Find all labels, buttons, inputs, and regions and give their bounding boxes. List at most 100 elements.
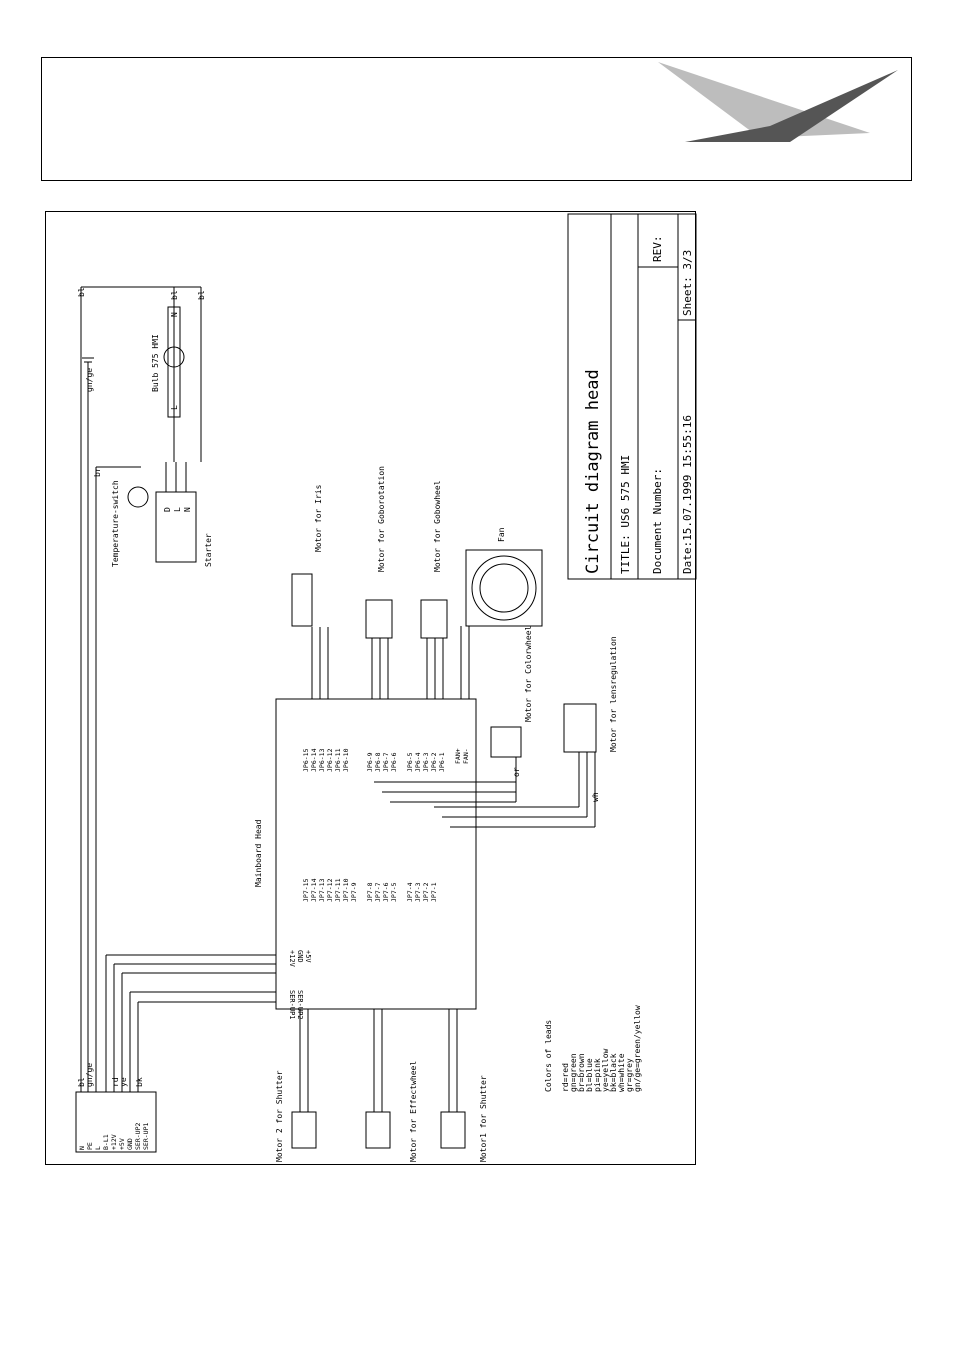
jp6-pin: JP6-4 <box>414 752 422 772</box>
terminal-label: SER-UP1 <box>142 1123 150 1150</box>
header-frame <box>41 57 912 181</box>
motor-lens-label: Motor for lensregulation <box>609 636 618 752</box>
jp7-pin: JP7-13 <box>318 878 326 902</box>
diagram-title-line: TITLE: US6 575 HMI <box>619 455 632 574</box>
company-logo <box>658 62 898 142</box>
jp6-pin: JP6-10 <box>342 748 350 772</box>
wire-label-bl-bottom: bl <box>77 1077 86 1087</box>
terminal-label: PE <box>86 1142 94 1150</box>
jp6-pin: JP6-8 <box>374 752 382 772</box>
starter-pin-n: N <box>183 507 192 512</box>
jp6-pin: JP6-15 <box>302 748 310 772</box>
serial-pin-1: SER-UP1 <box>288 990 296 1020</box>
mainboard-label: Mainboard Head <box>254 819 263 887</box>
jp6-pin: JP6-1 <box>438 752 446 772</box>
jp6-pin: JP6-6 <box>390 752 398 772</box>
jp7-pin: JP7-14 <box>310 878 318 902</box>
bulb-pin-n: N <box>170 312 179 317</box>
power-pin-gnd: GND <box>296 950 304 963</box>
starter-pin-d: D <box>163 507 172 512</box>
wire-label-rd-bottom: rd <box>111 1077 120 1087</box>
legend-entry: ye=yellow <box>601 1048 610 1092</box>
legend-entry: pi=pink <box>593 1058 602 1092</box>
terminal-label: +5V <box>118 1138 126 1150</box>
terminal-label: B-L1 <box>102 1134 110 1150</box>
motor-gobowheel-label: Motor for Gobowheel <box>433 480 442 572</box>
jp7-pin: JP7-15 <box>302 878 310 902</box>
revision: REV: <box>651 236 664 263</box>
legend-entry: gn/ge=green/yellow <box>633 1005 642 1092</box>
jp6-pin: FAN- <box>462 748 470 764</box>
motor-goborotation-label: Motor for Goborotation <box>377 466 386 572</box>
legend-entry: bl=blue <box>585 1058 594 1092</box>
terminal-label: SER-UP2 <box>134 1123 142 1150</box>
wire-label-or-color: or <box>512 767 521 777</box>
legend-entry: br=brown <box>577 1053 586 1092</box>
jp7-pin: JP7-4 <box>406 882 414 902</box>
jp7-pin-labels: JP7-15 JP7-14 JP7-13 JP7-12 JP7-11 JP7-1… <box>302 878 438 902</box>
serial-pin-2: SER-UP2 <box>296 990 304 1020</box>
terminal-label: +12V <box>110 1134 118 1150</box>
legend-title: Colors of leads <box>544 1020 553 1092</box>
jp6-pin: JP6-2 <box>430 752 438 772</box>
power-pin-5v: +5V <box>304 950 312 963</box>
power-pin-12v: +12V <box>288 950 296 968</box>
motor-iris-label: Motor for Iris <box>314 484 323 552</box>
jp7-pin: JP7-6 <box>382 882 390 902</box>
wire-label-br-top: br <box>93 467 102 477</box>
jp6-pin: JP6-5 <box>406 752 414 772</box>
bulb-label: Bulb 575 HMI <box>151 334 160 392</box>
wire-label-gnge-bottom: gn/ge <box>85 1063 94 1087</box>
jp7-pin: JP7-9 <box>350 882 358 902</box>
mainboard-frame <box>275 698 477 1010</box>
jp6-pin-labels: JP6-15 JP6-14 JP6-13 JP6-12 JP6-11 JP6-1… <box>302 748 470 772</box>
jp6-pin: JP6-11 <box>334 748 342 772</box>
jp6-pin: JP6-12 <box>326 748 334 772</box>
terminal-label: L <box>94 1146 102 1150</box>
jp6-pin: JP6-3 <box>422 752 430 772</box>
motor1-shutter-label: Motor1 for Shutter <box>479 1075 488 1162</box>
starter-label: Starter <box>204 533 213 567</box>
starter-pin-l: L <box>173 507 182 512</box>
jp7-pin: JP7-12 <box>326 878 334 902</box>
jp6-pin: JP6-9 <box>366 752 374 772</box>
motor-effectwheel-label: Motor for Effectwheel <box>409 1061 418 1162</box>
jp7-pin: JP7-10 <box>342 878 350 902</box>
jp7-pin: JP7-11 <box>334 878 342 902</box>
temperature-switch-label: Temperature-switch <box>111 480 120 567</box>
lead-color-legend: Colors of leads rd=red gn=green br=brown… <box>544 1005 642 1092</box>
jp7-pin: JP7-8 <box>366 882 374 902</box>
diagram-date: Date:15.07.1999 15:55:16 <box>681 415 694 574</box>
legend-entry: rd=red <box>561 1063 570 1092</box>
jp7-pin: JP7-1 <box>430 882 438 902</box>
fan-label: Fan <box>497 527 506 542</box>
jp7-pin: JP7-7 <box>374 882 382 902</box>
motor2-shutter-label: Motor 2 for Shutter <box>275 1070 284 1162</box>
terminal-label: GND <box>126 1138 134 1150</box>
wire-label-bl-right: bl <box>197 290 206 300</box>
legend-entry: bk=black <box>609 1053 618 1092</box>
diagram-title: Circuit diagram head <box>583 369 603 574</box>
jp6-pin: JP6-14 <box>310 748 318 772</box>
sheet-number: Sheet: 3/3 <box>681 250 694 316</box>
jp7-pin: JP7-5 <box>390 882 398 902</box>
wire-label-wh-lens: wh <box>591 792 600 802</box>
jp7-pin: JP7-3 <box>414 882 422 902</box>
wire-label-bl-bulb: bl <box>170 290 179 300</box>
circuit-diagram: Circuit diagram head TITLE: US6 575 HMI … <box>75 213 697 1162</box>
terminal-label: N <box>78 1146 86 1150</box>
jp6-pin: JP6-7 <box>382 752 390 772</box>
bulb-pin-l: L <box>170 405 179 410</box>
motor-colorwheel-label: Motor for Colorwheel <box>524 625 533 722</box>
title-block-frame <box>567 213 697 580</box>
wire-label-bk-bottom: bk <box>135 1077 144 1087</box>
wire-label-bl-top: bl <box>77 287 86 297</box>
legend-entry: gn=green <box>569 1053 578 1092</box>
jp7-pin: JP7-2 <box>422 882 430 902</box>
wire-label-ye-bottom: ye <box>119 1077 128 1087</box>
document-number: Document Number: <box>651 468 664 574</box>
jp6-pin: JP6-13 <box>318 748 326 772</box>
schematic-sheet: Circuit diagram head TITLE: US6 575 HMI … <box>45 211 697 1165</box>
jp6-pin: FAN+ <box>454 748 462 764</box>
wire-label-gnge-top: gn/ge <box>85 368 94 392</box>
